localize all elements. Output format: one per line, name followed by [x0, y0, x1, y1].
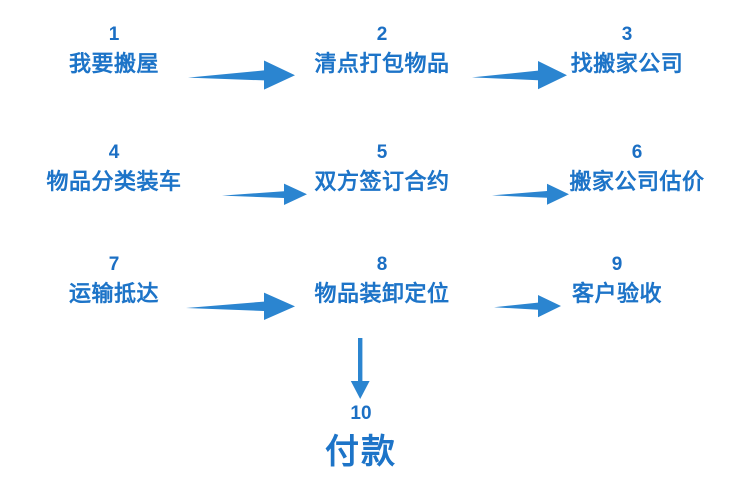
step-number-9: 9 [611, 254, 623, 275]
step-label-3: 找搬家公司 [570, 51, 684, 76]
flow-step-5[interactable]: 5 双方签订合约 [314, 143, 449, 195]
step-number-6: 6 [631, 142, 643, 163]
step-number-10: 10 [350, 403, 372, 424]
step-label-5: 双方签订合约 [314, 169, 450, 194]
step-label-9: 客户验收 [571, 281, 663, 306]
flow-step-1[interactable]: 1 我要搬屋 [69, 25, 159, 77]
step-label-7: 运输抵达 [68, 281, 160, 306]
step-label-1: 我要搬屋 [68, 51, 160, 76]
step-number-5: 5 [376, 142, 388, 163]
step-label-4: 物品分类装车 [46, 169, 182, 194]
flow-step-3[interactable]: 3 找搬家公司 [571, 25, 684, 77]
flow-step-8[interactable]: 8 物品装卸定位 [314, 255, 449, 307]
arrow-step5-to-step6-icon [492, 180, 570, 208]
step-label-2: 清点打包物品 [314, 51, 450, 76]
step-number-1: 1 [108, 24, 120, 45]
arrow-step2-to-step3-icon [472, 58, 568, 92]
step-number-3: 3 [621, 24, 633, 45]
flow-step-10[interactable]: 10 付款 [325, 403, 397, 472]
arrow-step4-to-step5-icon [222, 180, 308, 208]
step-number-4: 4 [108, 142, 120, 163]
flow-step-2[interactable]: 2 清点打包物品 [314, 25, 449, 77]
flow-step-6[interactable]: 6 搬家公司估价 [569, 143, 704, 195]
step-label-10: 付款 [325, 433, 397, 471]
arrow-step1-to-step2-icon [188, 58, 296, 92]
arrow-step7-to-step8-icon [186, 290, 296, 322]
flow-step-4[interactable]: 4 物品分类装车 [46, 143, 181, 195]
arrow-step8-to-step10-icon [345, 338, 375, 400]
step-label-6: 搬家公司估价 [569, 169, 705, 194]
step-number-8: 8 [376, 254, 388, 275]
step-number-2: 2 [376, 24, 388, 45]
step-label-8: 物品装卸定位 [314, 281, 450, 306]
step-number-7: 7 [108, 254, 120, 275]
arrow-step8-to-step9-icon [494, 292, 562, 320]
flow-step-9[interactable]: 9 客户验收 [572, 255, 662, 307]
flow-step-7[interactable]: 7 运输抵达 [69, 255, 159, 307]
